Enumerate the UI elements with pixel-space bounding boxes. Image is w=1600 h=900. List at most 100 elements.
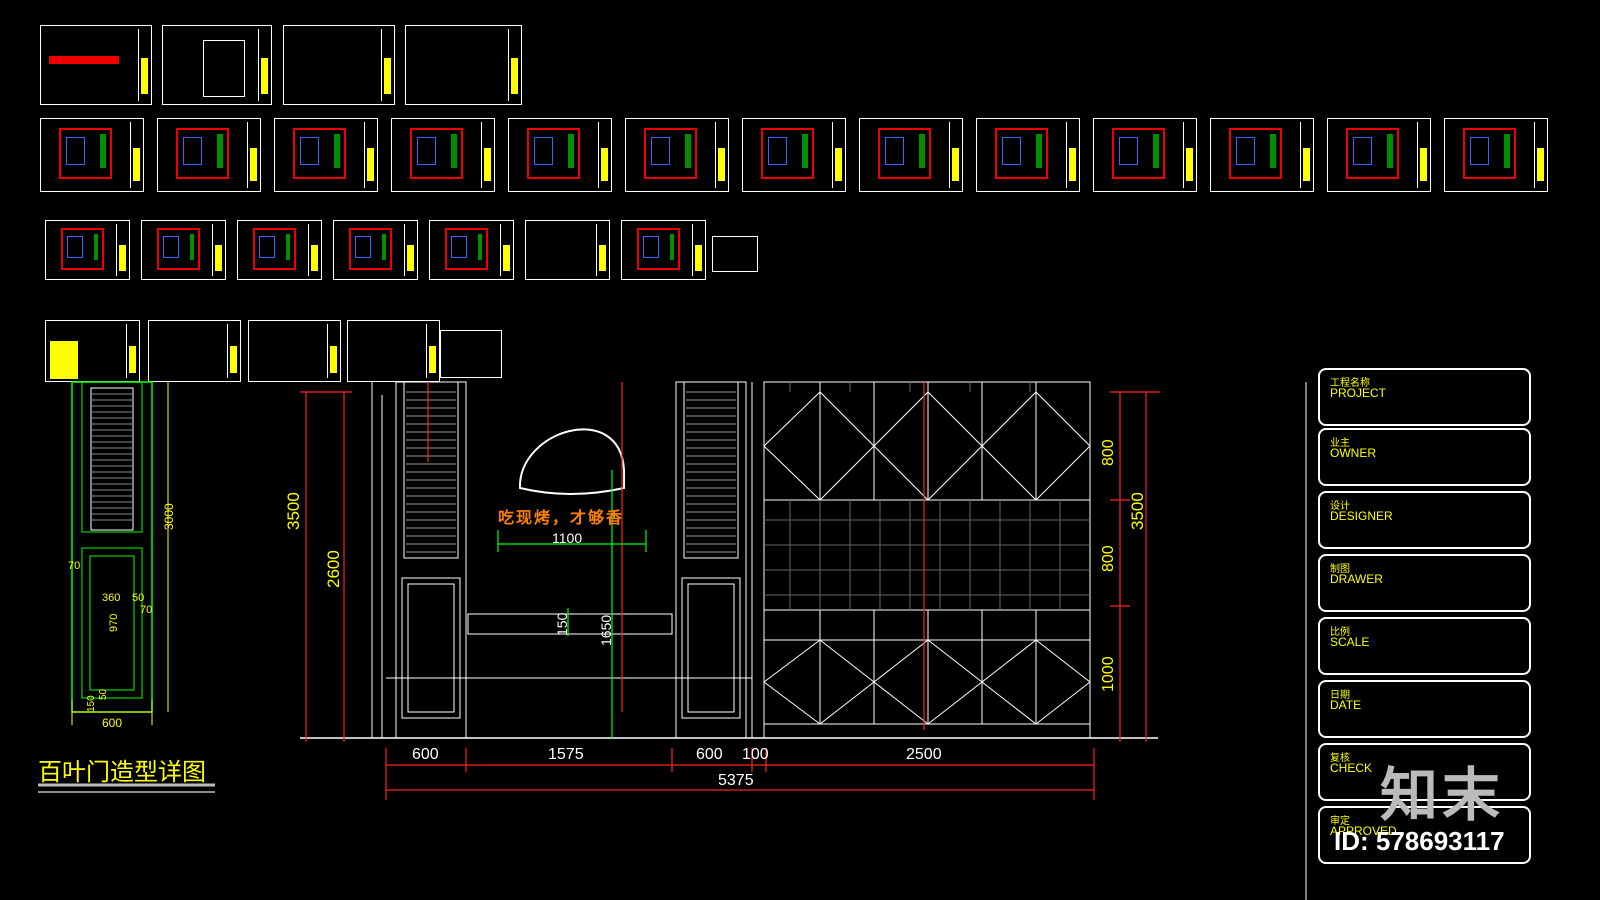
- sheet-title-strip: [308, 224, 319, 276]
- cover-red-bar: [49, 56, 119, 64]
- sheet-title-strip: [481, 122, 492, 188]
- dim-800-mid: 800: [1100, 545, 1117, 572]
- sheet-thumb-plan[interactable]: [40, 118, 144, 192]
- dim-970: 970: [108, 613, 120, 632]
- title-block-label-en: CHECK: [1330, 761, 1373, 775]
- sheet-thumb-elevation[interactable]: [525, 220, 610, 280]
- sheet-thumb-plan[interactable]: [391, 118, 495, 192]
- plan-drawing: [176, 127, 230, 180]
- sheet-thumb-detail[interactable]: [248, 320, 341, 382]
- sheet-thumb-notes[interactable]: [283, 25, 395, 105]
- sheet-thumb-plan[interactable]: [1444, 118, 1548, 192]
- sheet-title-strip: [1183, 122, 1194, 188]
- sheet-title-strip: [1300, 122, 1311, 188]
- sheet-title-strip: [258, 29, 269, 101]
- title-block-label-en: PROJECT: [1330, 386, 1387, 400]
- sheet-thumb-plan[interactable]: [157, 118, 261, 192]
- dim-70-b: 70: [140, 604, 153, 616]
- dim-h-600-right: 600: [696, 746, 723, 763]
- sheet-thumb-elevation[interactable]: [45, 220, 130, 280]
- sheet-thumb-plan[interactable]: [742, 118, 846, 192]
- title-block-label-cn: 制图: [1330, 564, 1350, 575]
- title-block-label-cn: 业主: [1330, 438, 1350, 449]
- sheet-thumb-plan[interactable]: [625, 118, 729, 192]
- pilaster-louvers: [406, 391, 736, 553]
- sheet-thumb-elevation[interactable]: [141, 220, 226, 280]
- sheet-thumb-plan[interactable]: [508, 118, 612, 192]
- title-block-label-cn: 复核: [1330, 753, 1350, 764]
- sheet-title-strip: [1066, 122, 1077, 188]
- dim-50-a: 50: [132, 592, 145, 604]
- plan-drawing: [644, 127, 698, 180]
- dim-150: 150: [554, 612, 570, 636]
- sheet-thumb-index[interactable]: [162, 25, 272, 105]
- sheet-thumb-plan[interactable]: [274, 118, 378, 192]
- elevation-drawing: [636, 227, 681, 270]
- sheet-title-strip: [1534, 122, 1545, 188]
- sheet-title-strip: [715, 122, 726, 188]
- sheet-thumb-plan[interactable]: [1093, 118, 1197, 192]
- dim-h-2500: 2500: [906, 746, 942, 763]
- elevation-drawing: [60, 227, 105, 270]
- sheet-thumb-plan[interactable]: [976, 118, 1080, 192]
- sheet-thumb-detail[interactable]: [347, 320, 440, 382]
- title-block-label-cn: 审定: [1330, 816, 1350, 827]
- sheet-thumb-detail[interactable]: [148, 320, 241, 382]
- title-block-label-en: OWNER: [1330, 446, 1376, 460]
- sheet-title-strip: [404, 224, 415, 276]
- dim-h-600-left: 600: [412, 746, 439, 763]
- plan-drawing: [1229, 127, 1283, 180]
- sheet-thumb-cover[interactable]: [40, 25, 152, 105]
- watermark-logo: 知末: [1380, 763, 1505, 828]
- sheet-thumb-plan[interactable]: [1327, 118, 1431, 192]
- sheet-thumb-plan[interactable]: [1210, 118, 1314, 192]
- plan-drawing: [1463, 127, 1517, 180]
- sheet-title-strip: [126, 324, 137, 378]
- dim-h-100: 100: [742, 746, 769, 763]
- title-block-label-en: APPROVED: [1330, 824, 1397, 838]
- dim-h-1575: 1575: [548, 746, 584, 763]
- watermark-id: ID: 578693117: [1334, 826, 1505, 856]
- sheet-title-strip: [327, 324, 338, 378]
- detail-yellow-block: [50, 341, 78, 379]
- sheet-thumb-elevation[interactable]: [429, 220, 514, 280]
- sheet-thumb-detail[interactable]: [45, 320, 140, 382]
- title-block-label-cn: 工程名称: [1330, 378, 1370, 389]
- sheet-thumb-detail[interactable]: [440, 330, 502, 378]
- dim-1100: 1100: [552, 530, 583, 546]
- plan-drawing: [293, 127, 347, 180]
- sheet-title-strip: [227, 324, 238, 378]
- sheet-thumb-elevation[interactable]: [333, 220, 418, 280]
- title-block-label-en: DATE: [1330, 698, 1362, 712]
- sheet-thumb-plan[interactable]: [859, 118, 963, 192]
- sheet-title-strip: [130, 122, 141, 188]
- dim-1000: 1000: [1100, 656, 1117, 692]
- dim-360: 360: [102, 592, 121, 604]
- dim-50-b: 50: [98, 688, 109, 700]
- dim-600-detail: 600: [102, 716, 123, 730]
- elevation-drawing: [252, 227, 297, 270]
- sheet-thumb-elevation[interactable]: [621, 220, 706, 280]
- dim-1650: 1650: [598, 614, 614, 646]
- sheet-title-strip: [116, 224, 127, 276]
- plan-drawing: [995, 127, 1049, 180]
- sheet-thumb-materials[interactable]: [405, 25, 522, 105]
- dim-800-top: 800: [1100, 439, 1117, 466]
- title-block-label-cn: 设计: [1330, 501, 1350, 512]
- dim-3500-left: 3500: [284, 492, 303, 530]
- sheet-title-strip: [596, 224, 607, 276]
- sheet-title-strip: [598, 122, 609, 188]
- sheet-title-strip: [692, 224, 703, 276]
- elevation-walls: [300, 381, 1158, 739]
- sheet-thumb-elevation[interactable]: [237, 220, 322, 280]
- sheet-thumb-small[interactable]: [712, 236, 758, 272]
